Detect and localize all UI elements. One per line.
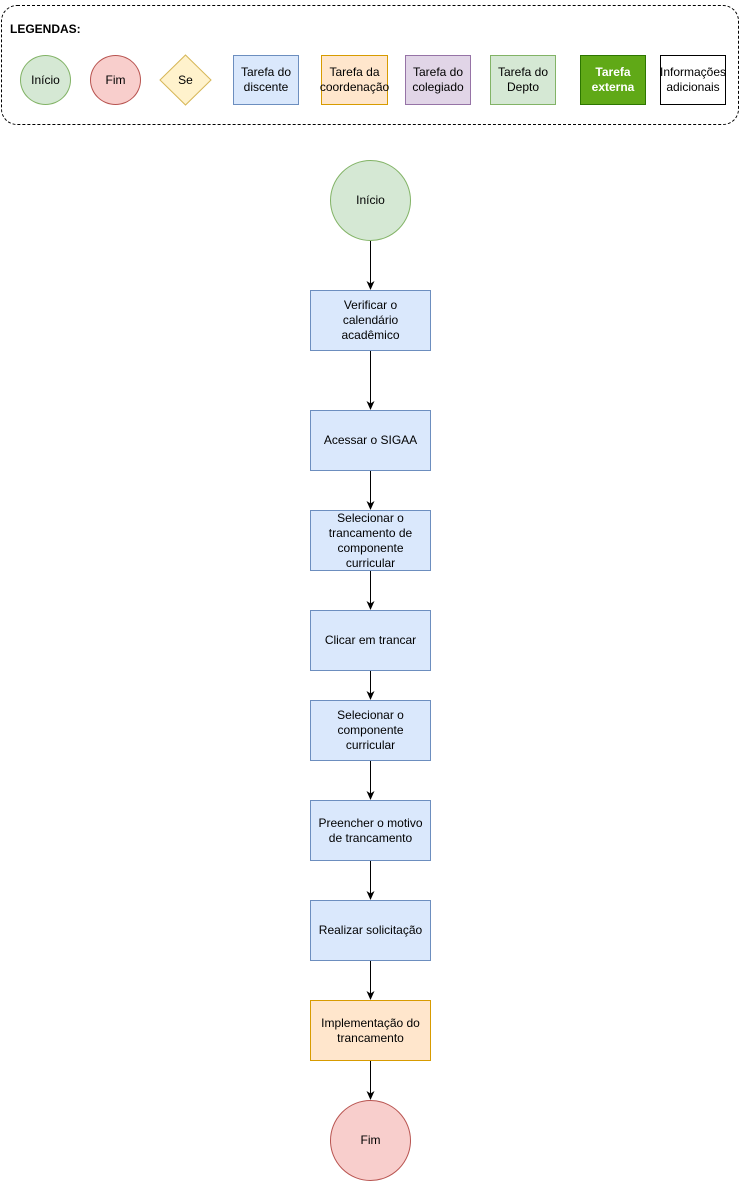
legend-end-node: Fim [90,55,141,105]
legend-coordenacao-label: Tarefa da coordenação [319,65,390,94]
flow-step-preencher-motivo: Preencher o motivo de trancamento [310,800,431,861]
flow-step-label: Selecionar o trancamento de componente c… [328,510,413,570]
flow-end-label: Fim [360,1133,381,1147]
legend-decision-node: Se [159,54,212,106]
flow-step-selecionar-trancamento: Selecionar o trancamento de componente c… [310,510,431,571]
legend-discente-label: Tarefa do discente [240,65,292,94]
flow-step-label: Selecionar o componente curricular [337,708,404,752]
flow-end-node: Fim [330,1100,411,1181]
flow-start-node: Início [330,160,411,241]
legend-depto-task: Tarefa do Depto [490,55,556,105]
legend-info-task: Informações adicionais [660,55,726,105]
legend-info-label: Informações adicionais [659,65,727,94]
legend-coordenacao-task: Tarefa da coordenação [319,55,390,105]
legend-colegiado-label: Tarefa do colegiado [412,65,464,94]
legend-panel [1,5,739,125]
flow-step-label: Realizar solicitação [318,923,423,937]
flow-step-label: Acessar o SIGAA [323,433,418,447]
legend-colegiado-task: Tarefa do colegiado [405,55,471,105]
flow-step-selecionar-componente: Selecionar o componente curricular [310,700,431,761]
legend-title: LEGENDAS: [10,22,81,36]
flow-step-label: Clicar em trancar [324,633,417,647]
flow-step-label: Implementação do trancamento [321,1015,420,1045]
flow-step-verificar-calendario: Verificar o calendário acadêmico [310,290,431,351]
legend-discente-task: Tarefa do discente [233,55,299,105]
flow-step-acessar-sigaa: Acessar o SIGAA [310,410,431,471]
flow-step-label: Verificar o calendário acadêmico [341,298,400,342]
legend-externa-label: Tarefa externa [591,65,635,94]
flow-step-realizar-solicitacao: Realizar solicitação [310,900,431,961]
legend-depto-label: Tarefa do Depto [497,65,549,94]
flow-step-clicar-trancar: Clicar em trancar [310,610,431,671]
flow-step-label: Preencher o motivo de trancamento [318,815,423,845]
legend-decision-label: Se [178,72,193,87]
legend-decision-shape [159,54,212,106]
legend-start-node: Início [20,55,71,105]
legend-externa-task: Tarefa externa [580,55,646,105]
flow-start-label: Início [356,193,385,207]
legend-start-label: Início [31,72,60,87]
legend-end-label: Fim [105,72,126,87]
flow-step-implementacao-trancamento: Implementação do trancamento [310,1000,431,1061]
